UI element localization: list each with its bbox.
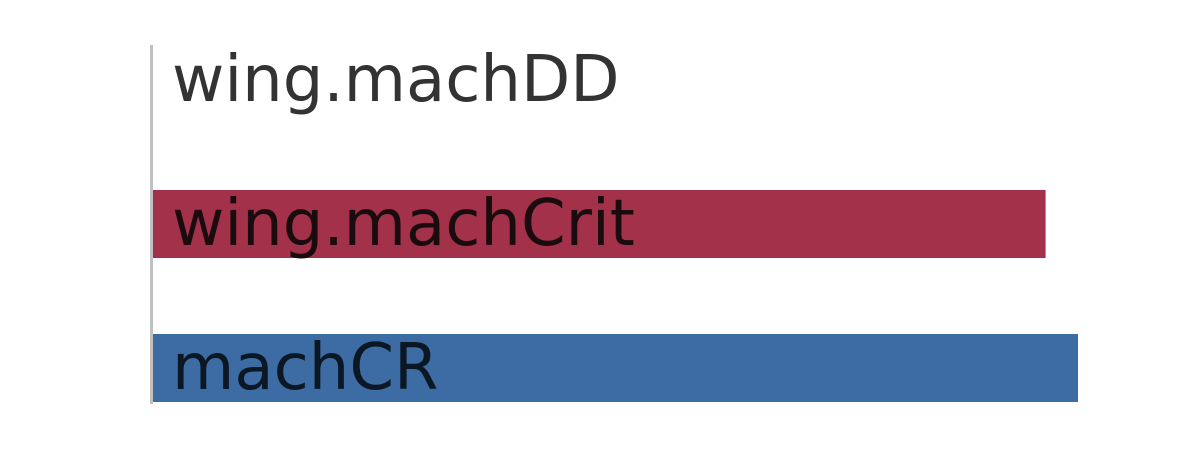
category-label-machcr: machCR	[172, 331, 438, 405]
labels-layer: wing.machDD wing.machCrit machCR	[172, 43, 635, 405]
category-label-wing-machcrit: wing.machCrit	[172, 187, 635, 261]
bar-wing-machcrit	[152, 190, 1046, 258]
bar-machcr	[152, 334, 1078, 402]
bars-layer	[152, 190, 1078, 402]
category-label-wing-machdd: wing.machDD	[172, 43, 620, 117]
